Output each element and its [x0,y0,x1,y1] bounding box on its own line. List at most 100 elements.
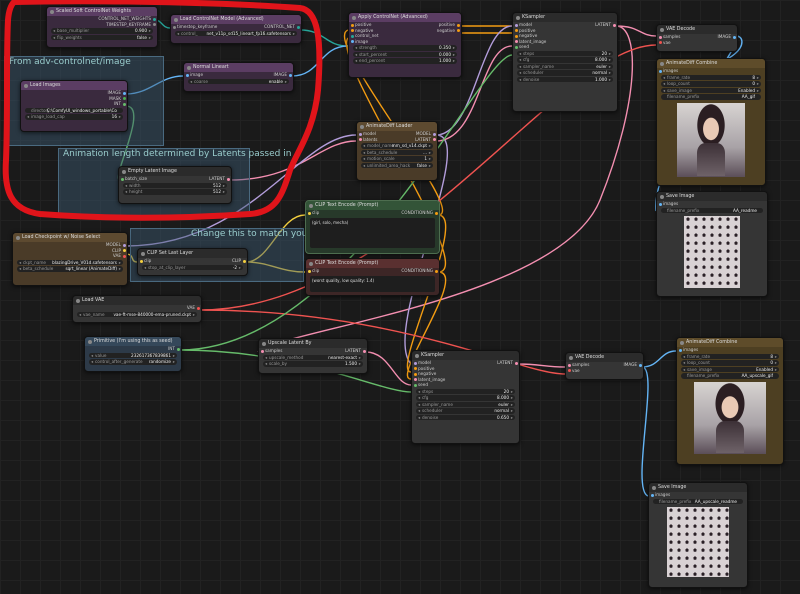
increment-arrow-icon[interactable]: ▸ [118,114,121,119]
input-pin[interactable] [172,25,176,29]
input-pin[interactable] [350,23,354,27]
output-pin[interactable] [122,243,126,247]
increment-arrow-icon[interactable]: ▸ [428,156,431,161]
decrement-arrow-icon[interactable]: ◂ [663,87,666,93]
collapse-dot-icon[interactable] [262,341,266,346]
input-pin[interactable] [307,269,311,273]
input-pin[interactable] [658,35,662,39]
node-load-controlnet-model[interactable]: Load ControlNet Model (Advanced) timeste… [170,14,302,44]
input-pin[interactable] [260,349,264,353]
input-pin[interactable] [678,348,682,352]
decrement-arrow-icon[interactable]: ◂ [363,143,366,148]
increment-arrow-icon[interactable]: ▸ [756,87,759,93]
collapse-dot-icon[interactable] [660,27,664,32]
collapse-dot-icon[interactable] [309,261,313,266]
increment-arrow-icon[interactable]: ▸ [172,352,175,358]
node-title[interactable]: Save Image [649,483,747,492]
input-pin[interactable] [514,23,518,27]
collapse-dot-icon[interactable] [352,15,356,20]
input-pin[interactable] [567,363,571,367]
decrement-arrow-icon[interactable]: ◂ [125,189,128,194]
input-pin[interactable] [658,41,662,44]
node-title[interactable]: CLIP Text Encode (Prompt) [306,201,439,210]
input-pin[interactable] [567,369,571,372]
node-title[interactable]: Normal Lineart [184,63,293,72]
node-title[interactable]: KSampler [513,13,617,22]
increment-arrow-icon[interactable]: ▸ [284,78,287,84]
output-pin[interactable] [434,211,438,215]
decrement-arrow-icon[interactable]: ◂ [53,34,56,40]
input-pin[interactable] [514,40,518,43]
node-title[interactable]: Load ControlNet Model (Advanced) [171,15,301,24]
output-pin[interactable] [152,23,156,26]
decrement-arrow-icon[interactable]: ◂ [418,388,421,394]
increment-arrow-icon[interactable]: ▸ [608,70,611,75]
decrement-arrow-icon[interactable]: ◂ [519,57,522,62]
decrement-arrow-icon[interactable]: ◂ [363,149,366,155]
negative-prompt-textarea[interactable]: (worst quality, low quality: 1.4) [310,275,435,292]
collapse-dot-icon[interactable] [187,65,191,70]
decrement-arrow-icon[interactable]: ◂ [519,70,522,75]
output-pin[interactable] [242,259,246,263]
node-title[interactable]: Primitive (I'm using this as seed) [85,337,181,346]
collapse-dot-icon[interactable] [415,353,419,358]
increment-arrow-icon[interactable]: ▸ [774,353,777,359]
increment-arrow-icon[interactable]: ▸ [608,76,611,82]
increment-arrow-icon[interactable]: ▸ [358,361,361,366]
input-pin[interactable] [120,177,124,181]
decrement-arrow-icon[interactable]: ◂ [519,63,522,69]
increment-arrow-icon[interactable]: ▸ [452,51,455,57]
decrement-arrow-icon[interactable]: ◂ [355,58,358,63]
increment-arrow-icon[interactable]: ▸ [238,264,241,270]
decrement-arrow-icon[interactable]: ◂ [355,51,358,57]
increment-arrow-icon[interactable]: ▸ [292,30,295,36]
increment-arrow-icon[interactable]: ▸ [192,311,195,317]
collapse-dot-icon[interactable] [122,169,126,174]
decrement-arrow-icon[interactable]: ◂ [519,50,522,56]
increment-arrow-icon[interactable]: ▸ [774,366,777,372]
input-pin[interactable] [307,211,311,215]
collapse-dot-icon[interactable] [660,61,664,66]
decrement-arrow-icon[interactable]: ◂ [79,311,82,317]
node-title[interactable]: VAE Decode [657,25,737,34]
increment-arrow-icon[interactable]: ▸ [452,45,455,50]
node-load-checkpoint[interactable]: Load Checkpoint w/ Noise Select MODEL CL… [12,232,128,286]
decrement-arrow-icon[interactable]: ◂ [363,162,366,168]
decrement-arrow-icon[interactable]: ◂ [683,366,686,372]
increment-arrow-icon[interactable]: ▸ [452,58,455,63]
input-pin[interactable] [514,34,518,38]
node-title[interactable]: VAE Decode [566,353,643,362]
collapse-dot-icon[interactable] [174,17,178,22]
positive-prompt-textarea[interactable]: (girl, solo, mecha) [310,217,435,248]
collapse-dot-icon[interactable] [660,194,664,199]
decrement-arrow-icon[interactable]: ◂ [355,45,358,50]
node-title[interactable]: Load Images [21,81,127,90]
output-pin[interactable] [122,102,126,106]
input-pin[interactable] [514,45,518,49]
decrement-arrow-icon[interactable]: ◂ [519,76,522,82]
decrement-arrow-icon[interactable]: ◂ [91,352,94,358]
